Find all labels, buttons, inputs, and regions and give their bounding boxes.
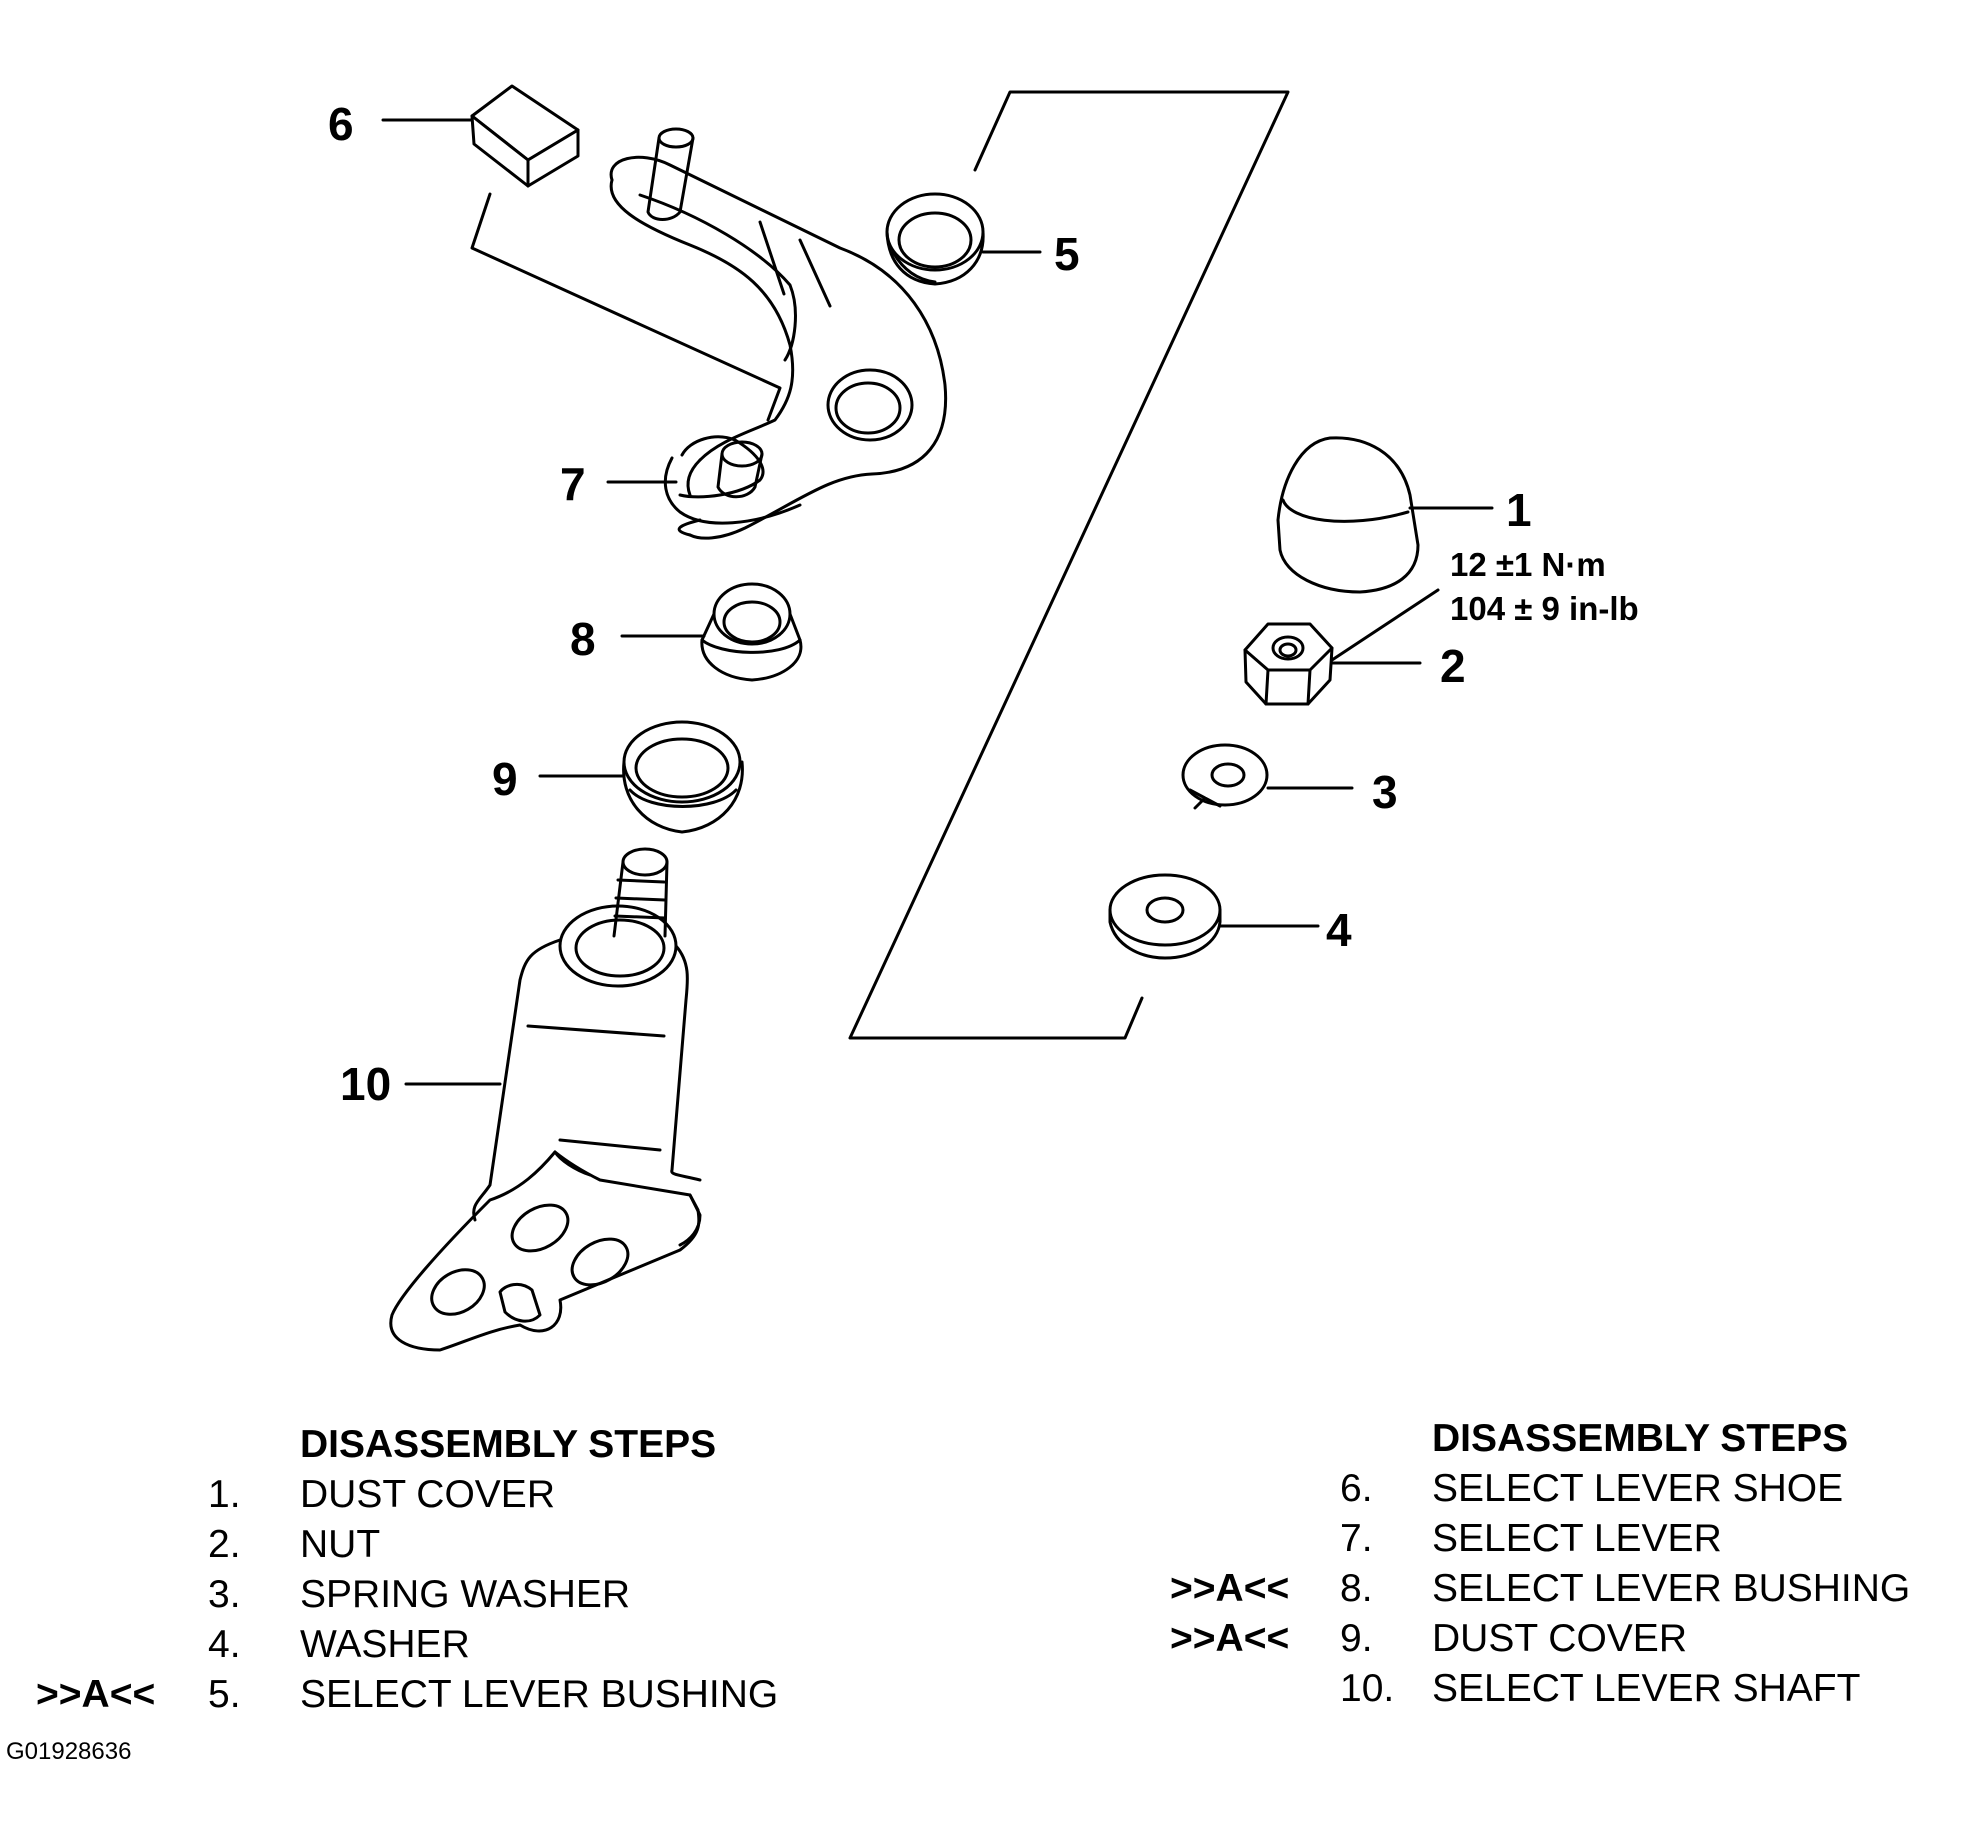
step-text: WASHER (300, 1623, 470, 1666)
select-lever-bushing-upper-part (885, 192, 985, 286)
callout-8: 8 (570, 613, 596, 665)
assembly-bracket-line (848, 90, 1290, 1040)
callout-9: 9 (492, 753, 518, 805)
step-mark: >>A<< (1170, 1567, 1290, 1610)
callout-3: 3 (1372, 766, 1398, 818)
step-mark: >>A<< (1170, 1617, 1290, 1660)
step-text: DUST COVER (300, 1473, 555, 1516)
disassembly-steps-left: DISASSEMBLY STEPS 1. DUST COVER 2. NUT 3… (0, 1400, 900, 1720)
step-mark: >>A<< (36, 1673, 156, 1716)
step-number: 6. (1340, 1467, 1373, 1510)
step-text: SELECT LEVER BUSHING (300, 1673, 779, 1716)
step-text: SELECT LEVER (1432, 1517, 1722, 1560)
step-number: 1. (208, 1473, 241, 1516)
spring-washer-part (1181, 743, 1269, 810)
step-text: SELECT LEVER BUSHING (1432, 1567, 1911, 1610)
step-number: 8. (1340, 1567, 1373, 1610)
exploded-parts-diagram: 1 2 3 4 5 6 7 8 9 10 12 ±1 N·m 104 ± 9 i… (328, 84, 1639, 1352)
step-number: 2. (208, 1523, 241, 1566)
select-lever-part (609, 127, 948, 540)
figure-id: G01928636 (6, 1738, 132, 1765)
step-row: >>A<< 8. SELECT LEVER BUSHING (1100, 1564, 1976, 1614)
select-lever-shoe-part (470, 84, 580, 188)
leader-line-torque (1330, 588, 1440, 662)
step-row: 6. SELECT LEVER SHOE (1100, 1464, 1976, 1514)
callout-1: 1 (1506, 484, 1532, 536)
step-text: DUST COVER (1432, 1617, 1687, 1660)
step-text: NUT (300, 1523, 381, 1566)
step-row: 7. SELECT LEVER (1100, 1514, 1976, 1564)
step-number: 9. (1340, 1617, 1373, 1660)
step-number: 4. (208, 1623, 241, 1666)
step-number: 5. (208, 1673, 241, 1716)
callout-10: 10 (340, 1058, 391, 1110)
disassembly-steps-right: DISASSEMBLY STEPS 6. SELECT LEVER SHOE 7… (1100, 1400, 1976, 1720)
step-row: 4. WASHER (0, 1620, 900, 1670)
step-number: 10. (1340, 1667, 1395, 1710)
select-lever-bushing-lower-part (700, 582, 803, 682)
callout-6: 6 (328, 98, 354, 150)
callout-4: 4 (1326, 904, 1352, 956)
dust-cover-cap-part (1276, 436, 1420, 594)
step-number: 7. (1340, 1517, 1373, 1560)
step-row: 1. DUST COVER (0, 1470, 900, 1520)
step-text: SELECT LEVER SHAFT (1432, 1667, 1861, 1710)
torque-metric: 12 ±1 N·m (1450, 546, 1606, 583)
callout-2: 2 (1440, 640, 1466, 692)
step-number: 3. (208, 1573, 241, 1616)
callout-5: 5 (1054, 228, 1080, 280)
nut-part (1243, 622, 1334, 706)
step-text: SPRING WASHER (300, 1573, 631, 1616)
steps-header-right: DISASSEMBLY STEPS (1432, 1417, 1849, 1460)
step-text: SELECT LEVER SHOE (1432, 1467, 1844, 1510)
torque-imperial: 104 ± 9 in-lb (1450, 590, 1639, 627)
step-row: >>A<< 9. DUST COVER (1100, 1614, 1976, 1664)
step-row: >>A<< 5. SELECT LEVER BUSHING (0, 1670, 900, 1720)
select-lever-shaft-part (389, 847, 702, 1352)
steps-header-left: DISASSEMBLY STEPS (300, 1423, 717, 1466)
step-row: 2. NUT (0, 1520, 900, 1570)
callout-7: 7 (560, 458, 586, 510)
dust-cover-part (622, 720, 744, 834)
step-row: 3. SPRING WASHER (0, 1570, 900, 1620)
washer-part (1108, 873, 1222, 960)
step-row: 10. SELECT LEVER SHAFT (1100, 1664, 1976, 1714)
shoe-guide-line (470, 192, 782, 422)
